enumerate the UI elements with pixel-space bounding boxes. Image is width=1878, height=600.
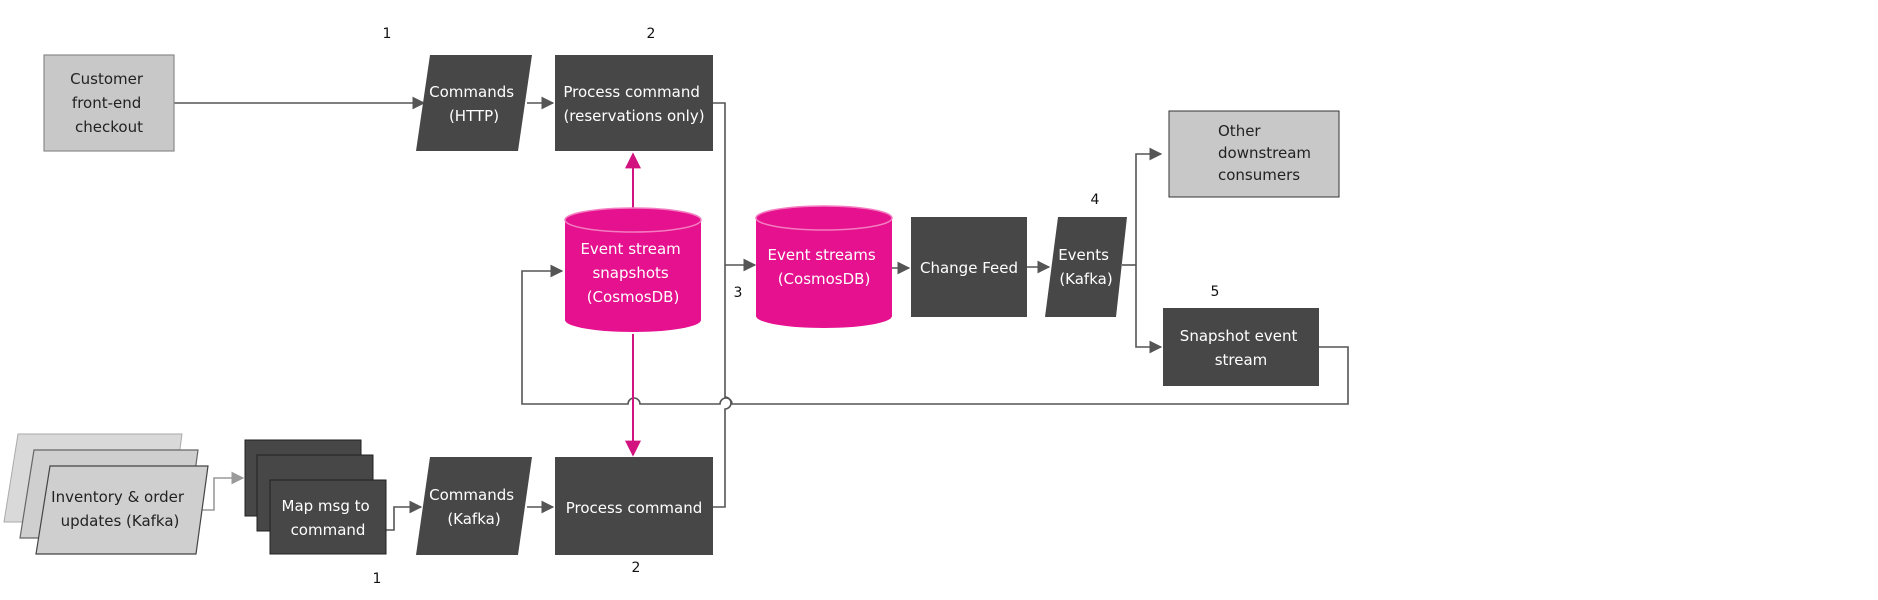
svg-text:Customer front-end: Customer front-end checkout bbox=[70, 70, 148, 136]
svg-text:Inventory & order update: Inventory & order updates (Kafka) bbox=[51, 488, 189, 530]
commands-kafka-node: Commands (Kafka) bbox=[416, 457, 532, 555]
event-streams-line-2: (CosmosDB) bbox=[778, 270, 871, 288]
snapshot-event-stream-node: Snapshot event stream bbox=[1163, 308, 1319, 386]
other-consumers-node: Other downstream consumers bbox=[1168, 110, 1340, 198]
svg-text:Map msg to command: Map msg to command bbox=[282, 497, 375, 539]
customer-checkout-line-1: Customer bbox=[70, 70, 144, 88]
event-stream-snapshots-line-2: snapshots bbox=[592, 264, 668, 282]
commands-http-line-2: (HTTP) bbox=[449, 107, 499, 125]
step-number-2-bottom: 2 bbox=[632, 560, 641, 576]
svg-text:Events (Kafka): Events (Kafka) bbox=[1058, 246, 1114, 288]
commands-kafka-line-1: Commands bbox=[429, 486, 514, 504]
customer-checkout-line-2: front-end bbox=[72, 94, 141, 112]
customer-checkout-line-3: checkout bbox=[75, 118, 143, 136]
step-number-4: 4 bbox=[1091, 192, 1100, 208]
other-consumers-line-1: Other bbox=[1218, 122, 1261, 140]
step-number-5: 5 bbox=[1211, 284, 1220, 300]
step-number-1-bottom: 1 bbox=[373, 571, 382, 587]
svg-text:Process command (reserva: Process command (reservations only) bbox=[563, 83, 704, 125]
step-number-1-top: 1 bbox=[383, 26, 392, 42]
commands-kafka-line-2: (Kafka) bbox=[447, 510, 500, 528]
commands-http-line-1: Commands bbox=[429, 83, 514, 101]
map-msg-line-2: command bbox=[291, 521, 366, 539]
inventory-updates-line-1: Inventory & order bbox=[51, 488, 185, 506]
svg-text:Snapshot event stream: Snapshot event stream bbox=[1180, 327, 1302, 369]
svg-text:Commands (HTTP): Commands (HTTP) bbox=[429, 83, 519, 125]
step-number-3: 3 bbox=[734, 285, 743, 301]
svg-text:Commands (Kafka): Commands (Kafka) bbox=[429, 486, 519, 528]
svg-text:Event stream snapshots: Event stream snapshots (CosmosDB) bbox=[580, 240, 685, 306]
event-streams-db: Event streams (CosmosDB) bbox=[755, 205, 893, 328]
event-stream-snapshots-db: Event stream snapshots (CosmosDB) bbox=[564, 207, 702, 332]
events-kafka-line-2: (Kafka) bbox=[1059, 270, 1112, 288]
other-consumers-line-2: downstream bbox=[1218, 144, 1311, 162]
inventory-updates-line-2: updates (Kafka) bbox=[61, 512, 180, 530]
process-command-top-line-2: (reservations only) bbox=[563, 107, 704, 125]
map-msg-line-1: Map msg to bbox=[282, 497, 370, 515]
events-kafka-node: Events (Kafka) bbox=[1045, 217, 1127, 317]
connectors bbox=[174, 96, 1349, 531]
map-msg-node: Map msg to command bbox=[244, 439, 387, 555]
edge-process-top-to-bus bbox=[713, 102, 726, 265]
svg-text:Process command: Process command bbox=[566, 499, 703, 517]
other-consumers-line-3: consumers bbox=[1218, 166, 1300, 184]
change-feed-node: Change Feed bbox=[911, 217, 1027, 317]
svg-text:Change Feed: Change Feed bbox=[920, 259, 1018, 277]
events-kafka-line-1: Events bbox=[1058, 246, 1109, 264]
process-command-bottom-label: Process command bbox=[566, 499, 703, 517]
edge-process-bottom-to-bus bbox=[713, 265, 732, 508]
snapshot-event-stream-line-2: stream bbox=[1215, 351, 1268, 369]
edge-snapshot-loop-back bbox=[521, 264, 1349, 405]
event-stream-snapshots-line-1: Event stream bbox=[580, 240, 680, 258]
customer-checkout-node: Customer front-end checkout bbox=[43, 54, 175, 152]
step-numbers: 1 2 3 4 5 1 2 bbox=[373, 26, 1220, 587]
change-feed-label: Change Feed bbox=[920, 259, 1018, 277]
svg-text:Event streams (CosmosDB): Event streams (CosmosDB) bbox=[768, 246, 881, 288]
process-command-bottom-node: Process command bbox=[555, 457, 713, 555]
inventory-updates-node: Inventory & order updates (Kafka) bbox=[3, 433, 209, 555]
process-command-top-line-1: Process command bbox=[563, 83, 700, 101]
commands-http-node: Commands (HTTP) bbox=[416, 55, 532, 151]
edge-inventory-to-map bbox=[196, 471, 245, 511]
svg-text:Other downstream c: Other downstream consumers bbox=[1218, 122, 1316, 184]
snapshot-event-stream-line-1: Snapshot event bbox=[1180, 327, 1298, 345]
edge-events-to-other-consumers bbox=[1135, 147, 1163, 265]
event-stream-snapshots-line-3: (CosmosDB) bbox=[587, 288, 680, 306]
event-streams-line-1: Event streams bbox=[768, 246, 876, 264]
edge-map-to-commands-kafka bbox=[386, 500, 423, 531]
process-command-top-node: Process command (reservations only) bbox=[555, 55, 713, 151]
step-number-2-top: 2 bbox=[647, 26, 656, 42]
edge-events-to-snapshot-stream bbox=[1135, 265, 1163, 354]
